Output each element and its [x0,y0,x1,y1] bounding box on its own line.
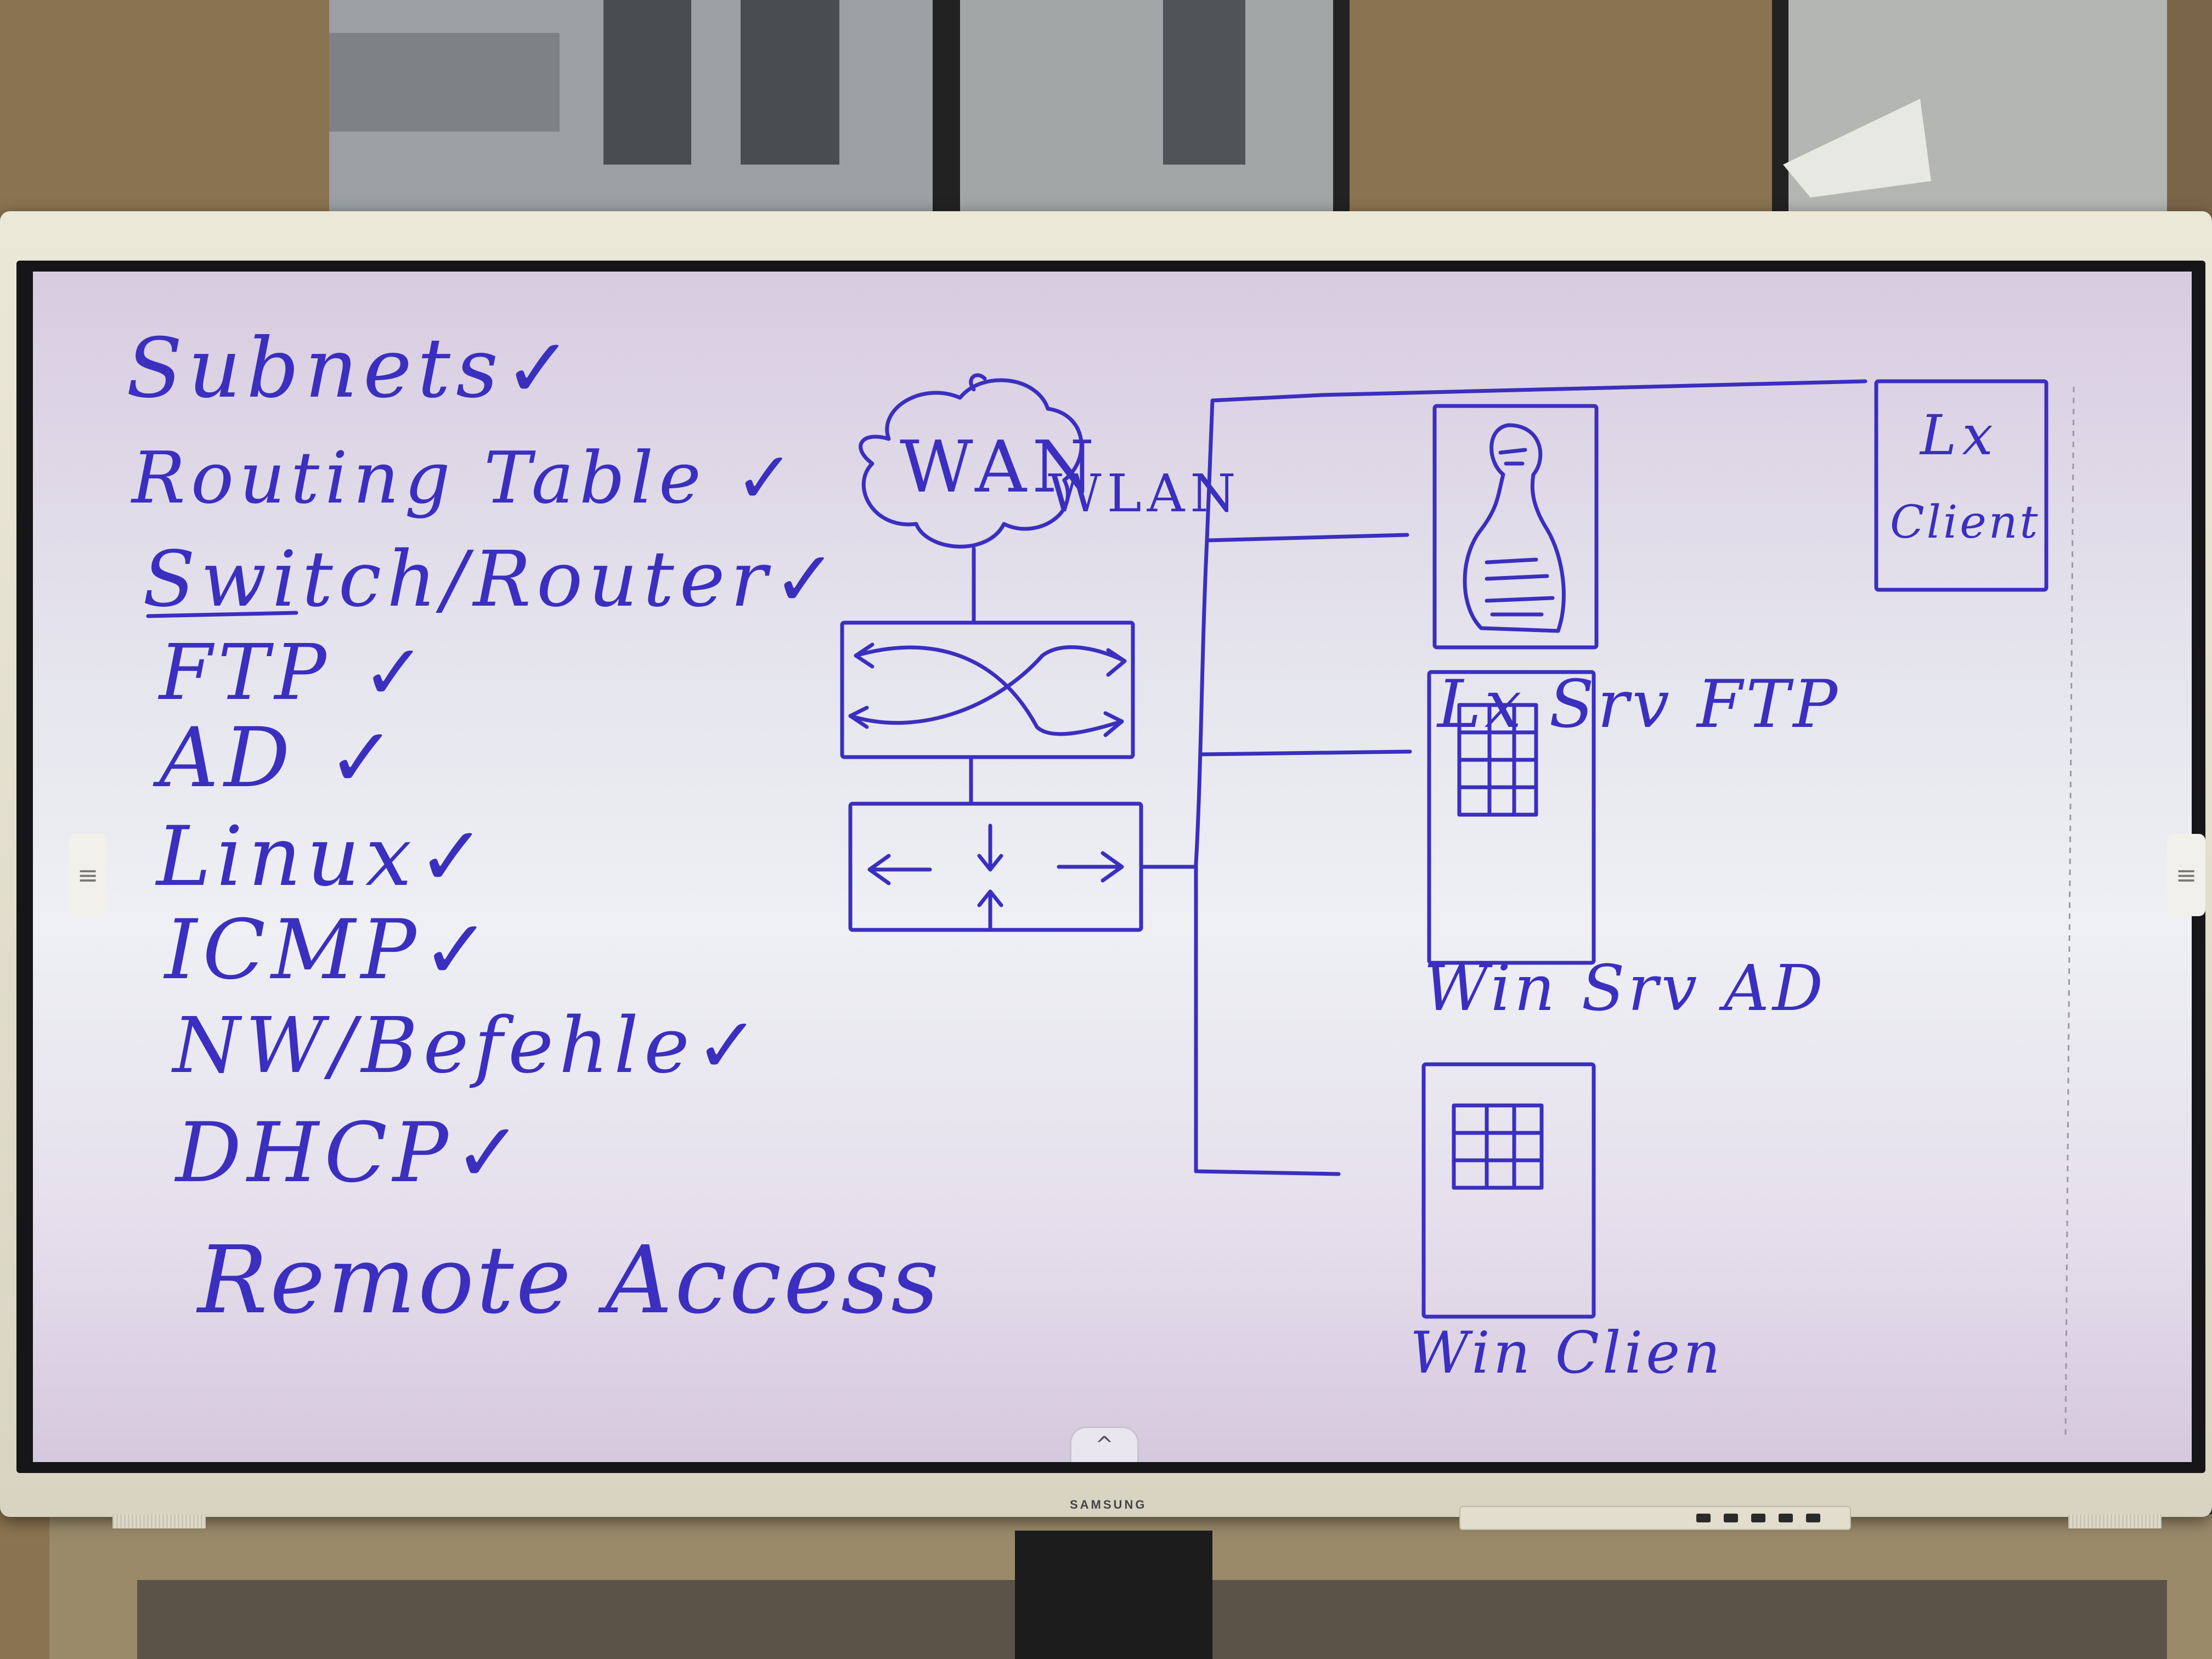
checklist-item-linux: Linux✓ [156,809,492,905]
win-client-box [1421,1062,1596,1319]
checklist-item-ad: AD ✓ [159,710,402,806]
checklist-item-subnets: Subnets✓ [126,321,578,416]
checklist-item-dhcp: DHCP✓ [176,1105,528,1201]
speaker-grille-right [2068,1514,2162,1528]
wlan-label: WLAN [1048,464,1242,524]
wan-cloud [859,378,1084,549]
lx-srv-label: Lx Srv FTP [1437,667,1841,743]
bottom-toolbar-tab[interactable]: ^ [1070,1426,1139,1462]
win-srv-label: Win Srv AD [1424,952,1827,1025]
router-box [840,620,1135,759]
checklist-item-icmp: ICMP✓ [165,902,496,998]
lx-client-box [1874,379,2049,592]
port[interactable] [1751,1514,1765,1522]
port[interactable] [1696,1514,1711,1522]
left-side-handle[interactable]: ≡ [69,834,107,916]
diagram-drawing [146,373,2075,1435]
win-srv-box [1427,670,1596,965]
whiteboard-screen[interactable]: Subnets✓ Routing Table ✓ Switch/Router✓ … [33,272,2192,1462]
checklist-item-remote-access: Remote Access [198,1226,941,1335]
lx-client-label-line2: Client [1890,496,2040,549]
lx-client-label-line1: Lx [1920,403,1999,467]
lx-srv-box [1432,404,1599,650]
wan-label: WAN [900,425,1100,509]
checklist-item-switch-router: Switch/Router✓ [143,535,843,624]
control-panel [1459,1506,1851,1530]
port[interactable] [1724,1514,1738,1522]
checklist-item-routing-table: Routing Table ✓ [132,436,800,520]
menu-icon: ≡ [77,860,99,890]
chevron-up-icon: ^ [1095,1432,1114,1458]
port[interactable] [1806,1514,1820,1522]
monitor-stand [1015,1531,1212,1659]
speaker-grille-left [112,1514,206,1528]
port[interactable] [1779,1514,1793,1522]
brand-logo: SAMSUNG [1070,1498,1147,1511]
checklist-item-ftp: FTP ✓ [159,628,432,718]
win-client-label: Win Clien [1410,1319,1724,1386]
menu-icon: ≡ [2175,860,2197,890]
checklist-item-nw-befehle: NW/Befehle✓ [173,1001,765,1091]
right-side-handle[interactable]: ≡ [2167,834,2205,916]
